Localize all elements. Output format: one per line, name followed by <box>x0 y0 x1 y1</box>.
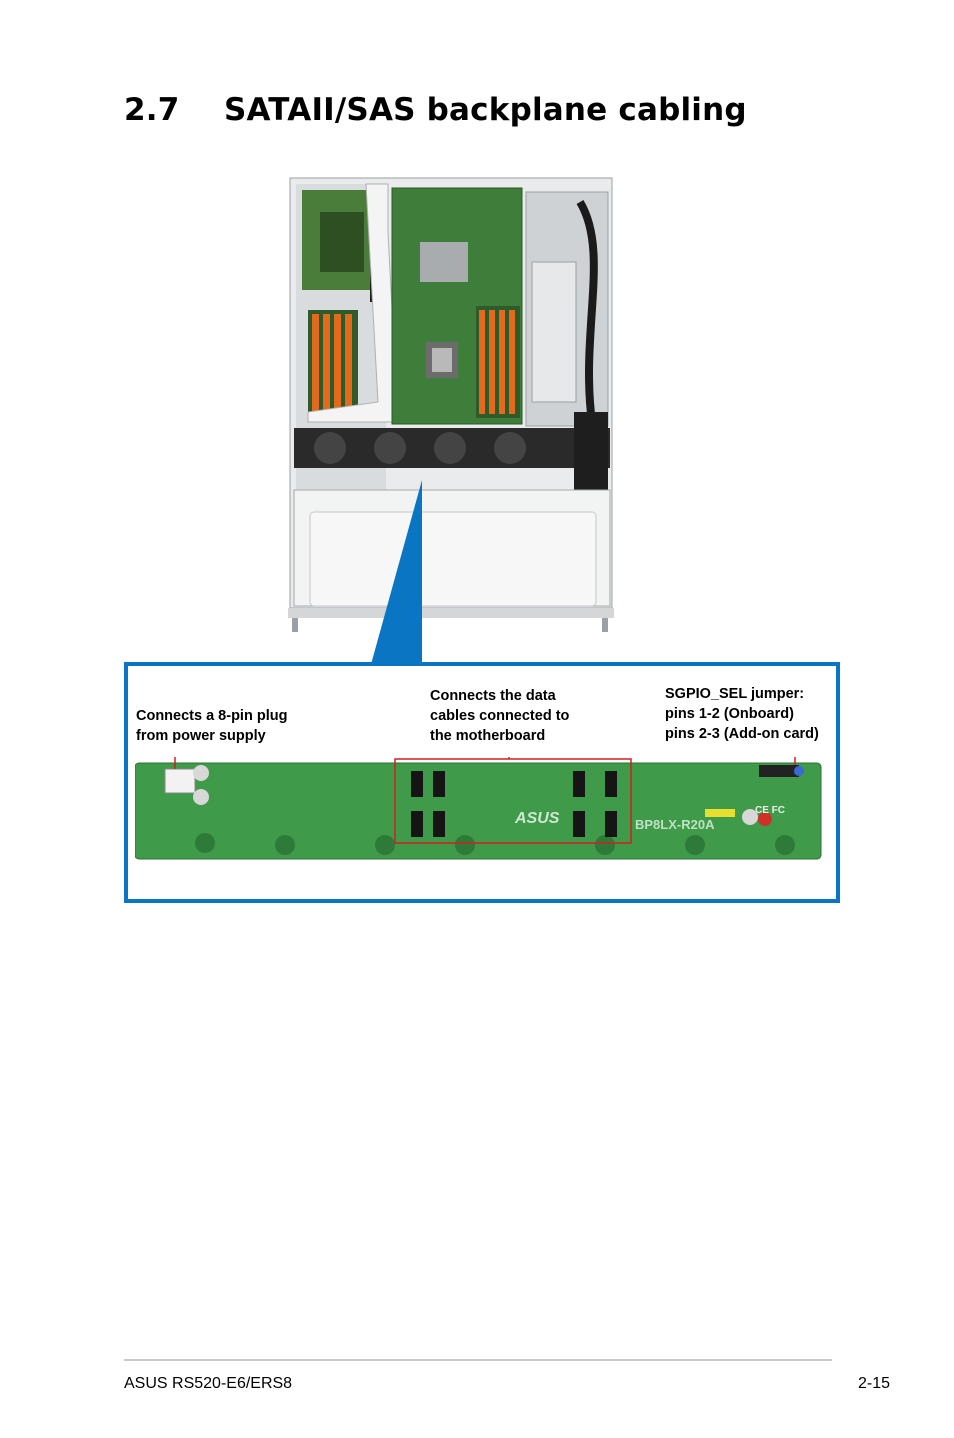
data-connector-note: Connects the data cables connected to th… <box>430 688 570 744</box>
memory-bank-right <box>476 306 520 418</box>
board-model-label: BP8LX-R20A <box>635 817 715 832</box>
section-number: 2.7 <box>124 92 180 128</box>
footer-divider <box>124 1359 832 1361</box>
sgpio-jumper-icon <box>759 765 799 777</box>
board-brand-label: ASUS <box>514 810 560 827</box>
board-cert-label: CE FC <box>755 805 785 816</box>
callout-pointer <box>370 480 422 668</box>
power-connector-icon <box>164 768 196 794</box>
section-heading: 2.7 SATAII/SAS backplane cabling <box>124 92 747 128</box>
sgpio-jumper-note: SGPIO_SEL jumper: pins 1-2 (Onboard) pin… <box>665 686 819 742</box>
footer-page-number: 2-15 <box>857 1375 890 1392</box>
section-title: SATAII/SAS backplane cabling <box>224 92 747 128</box>
data-connectors-highlight <box>394 758 632 844</box>
server-chassis-photo <box>288 177 614 632</box>
power-connector-note: Connects a 8-pin plug from power supply <box>136 708 288 744</box>
backplane-board-photo: ASUS BP8LX-R20A CE FC <box>135 757 822 860</box>
footer-manual-name: ASUS RS520-E6/ERS8 <box>124 1375 293 1392</box>
memory-bank-left <box>308 310 358 420</box>
